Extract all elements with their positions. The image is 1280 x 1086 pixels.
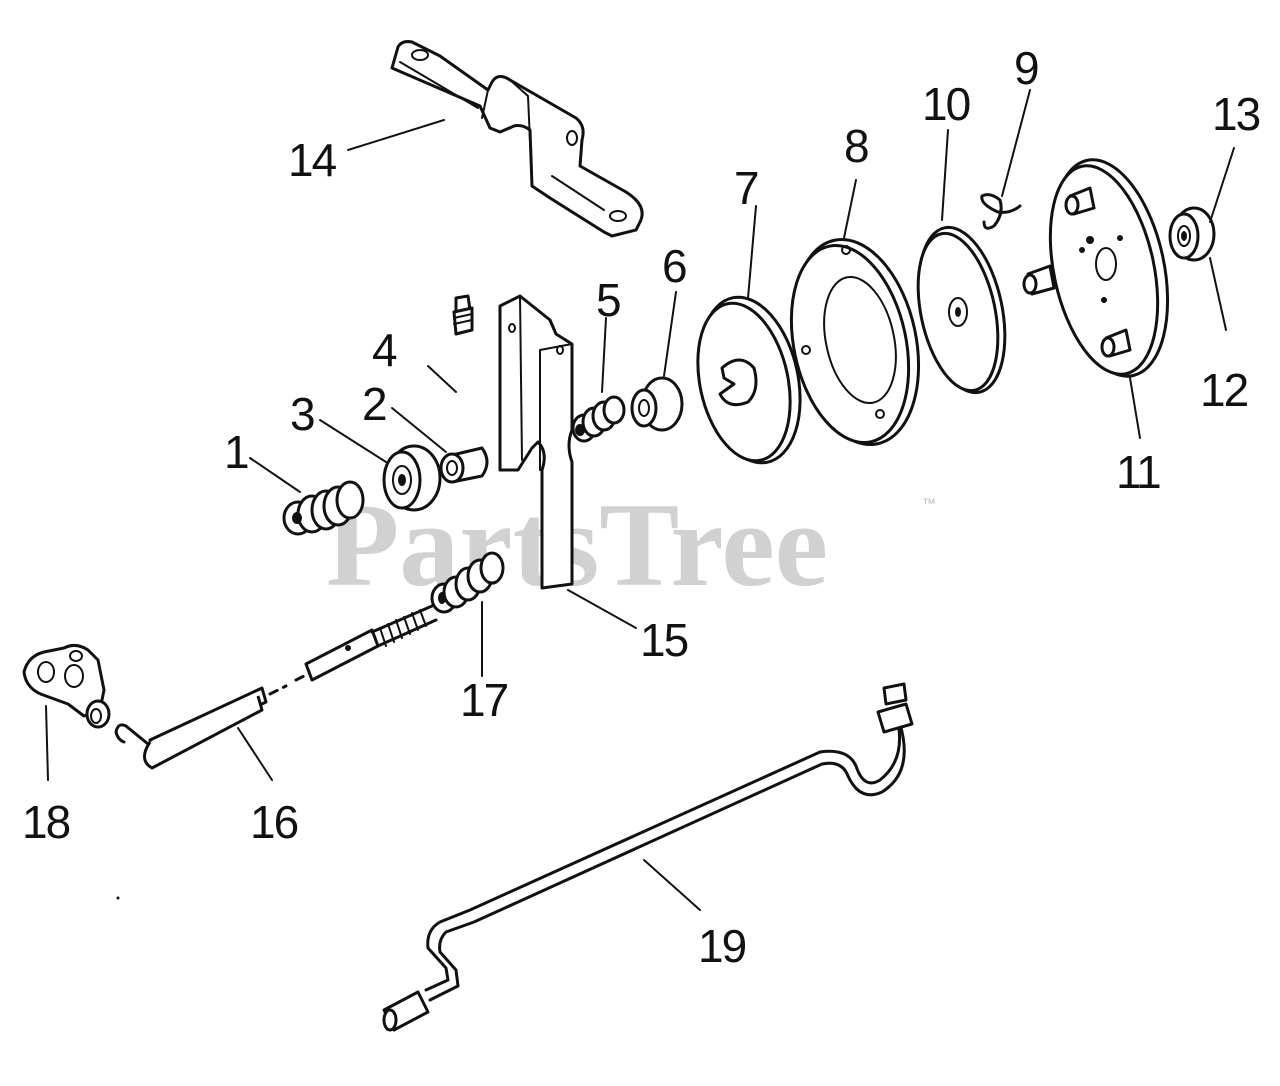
callout-19: 19 [698,920,746,972]
callout-17: 17 [460,674,508,726]
callout-6: 6 [662,240,686,292]
part-14-bracket [390,40,644,238]
callout-1: 1 [224,426,248,478]
callout-18: 18 [22,796,70,848]
callout-9: 9 [1014,42,1038,94]
part-10-disc [916,225,1007,395]
watermark-trademark: ™ [922,495,936,511]
part-12-13-bearing [1168,206,1216,262]
part-15-vertical-bracket [498,294,574,590]
callout-5: 5 [596,274,620,326]
callout-4: 4 [372,324,397,376]
callout-16: 16 [250,796,298,848]
part-08-plate [789,238,921,446]
part-03-bearing [382,444,442,512]
part-11-pin-plate [1022,158,1170,378]
callout-2: 2 [362,378,386,430]
callout-14: 14 [288,134,337,186]
speck [116,896,120,900]
part-01-spring [282,480,365,536]
part-05-spring [571,395,626,443]
part-06-hub [630,376,684,432]
callout-13: 13 [1212,88,1260,140]
part-18-pivot-block [22,643,111,729]
part-07-disc [696,295,802,465]
callout-8: 8 [844,120,868,172]
callout-11: 11 [1116,446,1160,498]
callout-labels: 1 2 3 4 5 6 7 8 9 10 11 12 13 14 15 16 1… [22,42,1262,972]
part-17-spring [430,551,505,614]
callout-15: 15 [640,614,688,666]
part-19-cable [382,682,914,1032]
part-04-grease-fitting [452,294,474,336]
part-02-bushing [439,446,489,484]
part-16-rod [114,604,438,770]
leader-lines [45,89,1235,911]
callout-12: 12 [1200,364,1248,416]
callout-3: 3 [290,388,314,440]
part-09-clip [980,193,1022,230]
callout-10: 10 [922,78,970,130]
callout-7: 7 [734,162,758,214]
